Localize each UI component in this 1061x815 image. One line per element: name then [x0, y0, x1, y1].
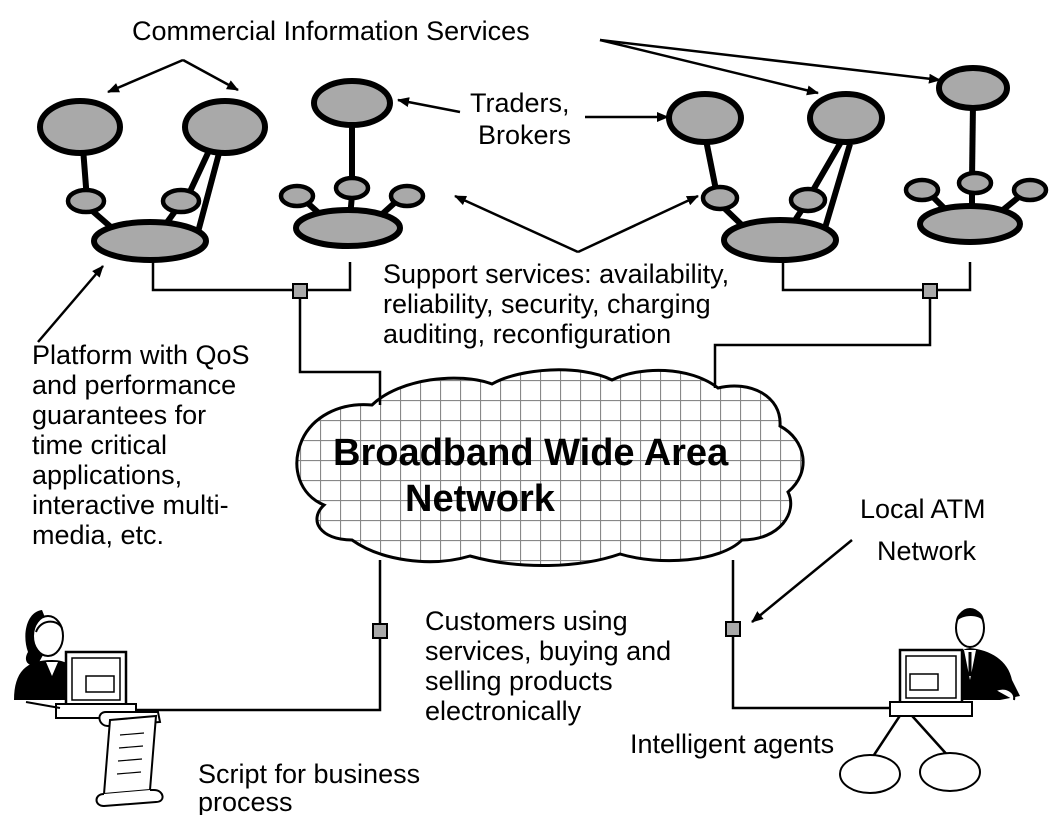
label-customers-line1: Customers using [425, 606, 628, 636]
label-platform-line1: Platform with QoS [32, 340, 250, 370]
label-platform-line3: guarantees for [32, 400, 206, 430]
label-local-atm-line1: Local ATM [860, 494, 986, 524]
label-support-line3: auditing, reconfiguration [383, 319, 671, 349]
label-commercial-services: Commercial Information Services [132, 16, 530, 46]
label-customers-line3: selling products [425, 666, 613, 696]
label-intelligent-agents: Intelligent agents [630, 729, 834, 759]
label-platform-line5: applications, [32, 460, 182, 490]
script-scroll-icon [95, 711, 164, 808]
label-traders: Traders, [470, 88, 570, 118]
man-at-computer-icon [889, 608, 1020, 717]
access-point-bottom-left [372, 623, 388, 639]
label-script-line1: Script for business [198, 759, 420, 789]
network-links [78, 262, 972, 712]
service-platform-1 [37, 98, 268, 263]
service-platform-2 [278, 78, 426, 249]
service-platform-3 [666, 91, 885, 263]
access-point-top-right [922, 283, 938, 299]
access-point-bottom-right [725, 621, 741, 637]
label-customers-line2: services, buying and [425, 636, 671, 666]
network-cloud-icon [295, 368, 805, 568]
label-customers-line4: electronically [425, 696, 582, 726]
network-title-line1: Broadband Wide Area [333, 432, 729, 474]
label-platform-line2: and performance [32, 370, 236, 400]
label-brokers: Brokers [478, 120, 571, 150]
woman-at-computer-icon [14, 610, 137, 719]
label-platform-line4: time critical [32, 430, 167, 460]
annotation-arrows [37, 38, 941, 623]
network-title-line2: Network [405, 478, 556, 520]
access-point-top-left [292, 283, 308, 299]
label-support-line1: Support services: availability, [383, 259, 729, 289]
label-support-line2: reliability, security, charging [383, 289, 711, 319]
label-local-atm-line2: Network [877, 536, 977, 566]
label-platform-line6: interactive multi- [32, 490, 229, 520]
label-script-line2: process [198, 787, 293, 815]
label-platform-line7: media, etc. [32, 520, 164, 550]
intelligent-agents [839, 707, 981, 794]
service-platform-4 [903, 65, 1049, 245]
